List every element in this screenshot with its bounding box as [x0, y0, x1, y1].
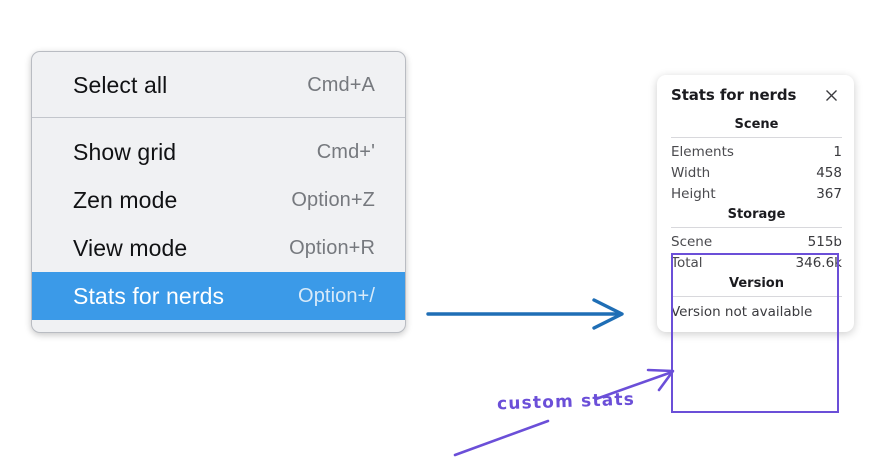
- menu-item-label: Show grid: [73, 138, 177, 165]
- section-scene: Scene Elements 1 Width 458 Height 367: [671, 115, 842, 205]
- table-row: Scene 515b: [671, 232, 842, 253]
- menu-item-zen-mode[interactable]: Zen mode Option+Z: [32, 176, 405, 224]
- section-storage: Storage Scene 515b Total 346.6k: [671, 205, 842, 274]
- stat-value: 1: [833, 144, 842, 160]
- menu-item-shortcut: Option+R: [289, 236, 375, 259]
- stat-key: Elements: [671, 144, 734, 160]
- stat-value: 515b: [807, 234, 842, 250]
- table-row: Width 458: [671, 163, 842, 184]
- section-rule: [671, 137, 842, 138]
- stats-for-nerds-panel: Stats for nerds Scene Elements 1 Width 4…: [657, 75, 854, 332]
- purple-underline-stroke: [453, 419, 550, 457]
- section-version: Version Version not available: [671, 274, 842, 321]
- menu-item-shortcut: Cmd+': [316, 140, 375, 163]
- menu-group-1: Select all Cmd+A: [32, 52, 405, 117]
- panel-title: Stats for nerds: [671, 86, 797, 104]
- menu-item-label: View mode: [73, 234, 188, 261]
- section-heading: Storage: [727, 207, 786, 222]
- stat-value: 367: [816, 186, 842, 202]
- menu-item-label: Select all: [73, 71, 168, 98]
- menu-item-shortcut: Option+Z: [291, 188, 375, 211]
- menu-item-label: Stats for nerds: [73, 282, 225, 309]
- menu-item-select-all[interactable]: Select all Cmd+A: [32, 61, 405, 109]
- menu-item-view-mode[interactable]: View mode Option+R: [32, 224, 405, 272]
- stat-key: Width: [671, 165, 711, 181]
- panel-header: Stats for nerds: [671, 86, 842, 104]
- menu-item-label: Zen mode: [73, 186, 178, 213]
- table-row: Total 346.6k: [671, 253, 842, 274]
- menu-item-shortcut: Option+/: [298, 284, 375, 307]
- section-heading: Version: [729, 276, 784, 291]
- stat-value: 458: [816, 165, 842, 181]
- blue-arrow-icon: [426, 298, 624, 330]
- stat-key: Height: [671, 186, 716, 202]
- close-icon[interactable]: [823, 87, 842, 104]
- menu-item-stats-for-nerds[interactable]: Stats for nerds Option+/: [32, 272, 405, 320]
- menu-group-2: Show grid Cmd+' Zen mode Option+Z View m…: [32, 118, 405, 332]
- context-menu[interactable]: Select all Cmd+A Show grid Cmd+' Zen mod…: [31, 51, 406, 333]
- stat-key: Scene: [671, 234, 713, 250]
- table-row: Height 367: [671, 184, 842, 205]
- section-rule: [671, 227, 842, 228]
- menu-divider: [32, 117, 405, 118]
- version-value: Version not available: [671, 304, 813, 320]
- annotation-custom-stats-label: custom stats: [496, 389, 636, 415]
- table-row: Elements 1: [671, 142, 842, 163]
- stat-value: 346.6k: [795, 255, 842, 271]
- stat-key: Total: [671, 255, 703, 271]
- menu-item-shortcut: Cmd+A: [307, 73, 375, 96]
- section-heading: Scene: [734, 117, 779, 132]
- section-rule: [671, 296, 842, 297]
- menu-item-show-grid[interactable]: Show grid Cmd+': [32, 128, 405, 176]
